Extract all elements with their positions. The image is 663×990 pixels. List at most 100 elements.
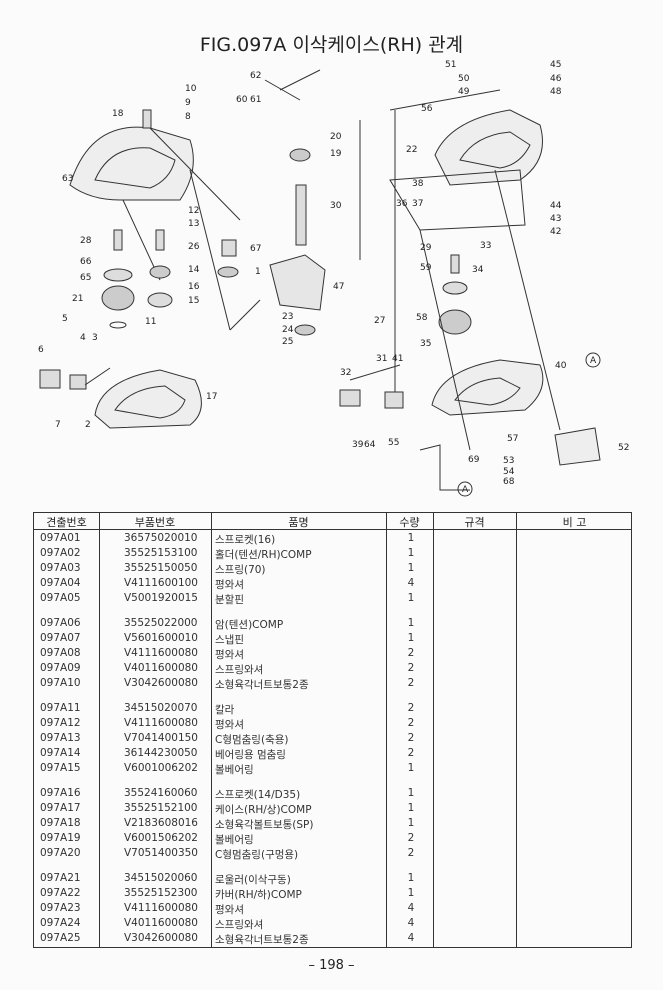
callout-label: 58 bbox=[416, 313, 428, 323]
table-row: 097A01 36575020010 스프로켓(16) 1 bbox=[34, 532, 631, 547]
part-no: 36144230050 bbox=[124, 747, 198, 759]
part-no: V3042600080 bbox=[124, 677, 198, 689]
ref-no: 097A24 bbox=[40, 917, 81, 929]
figure-title: FIG.097A 이삭케이스(RH) 관계 bbox=[199, 34, 464, 56]
ref-no: 097A08 bbox=[40, 647, 81, 659]
callout-label: 17 bbox=[206, 392, 217, 402]
part-no: 35525152100 bbox=[124, 802, 198, 814]
quantity: 4 bbox=[407, 902, 415, 914]
ref-no: 097A04 bbox=[40, 577, 81, 589]
header-remarks: 비 고 bbox=[562, 516, 587, 529]
part-name: 스프로켓(14/D35) bbox=[215, 789, 301, 801]
quantity: 4 bbox=[407, 577, 415, 589]
callout-label: 20 bbox=[330, 132, 342, 142]
quantity: 4 bbox=[407, 917, 415, 929]
quantity: 1 bbox=[407, 617, 415, 629]
callout-label: 31 bbox=[376, 354, 387, 364]
callout-label: 54 bbox=[503, 467, 515, 477]
ref-no: 097A22 bbox=[40, 887, 81, 899]
ref-no: 097A25 bbox=[40, 932, 81, 944]
callout-label: 32 bbox=[340, 368, 351, 378]
part-name: 소형육각너트보통2종 bbox=[215, 934, 309, 946]
callout-label: 49 bbox=[458, 87, 470, 97]
part-name: 평와셔 bbox=[215, 579, 244, 591]
reference-circle-icon bbox=[585, 352, 601, 368]
part-name: 스프링(70) bbox=[215, 564, 266, 576]
quantity: 4 bbox=[407, 932, 415, 944]
callout-label: 48 bbox=[550, 87, 562, 97]
callout-label: 29 bbox=[420, 243, 432, 253]
callout-label: 9 bbox=[185, 98, 191, 108]
callout-label: 57 bbox=[507, 434, 518, 444]
callout-label: 35 bbox=[420, 339, 431, 349]
callout-label: 19 bbox=[330, 149, 342, 159]
callout-label: 39 bbox=[352, 440, 364, 450]
callout-label: 66 bbox=[80, 257, 92, 267]
part-no: V2183608016 bbox=[124, 817, 198, 829]
callout-label: 8 bbox=[185, 112, 191, 122]
callout-label: 52 bbox=[618, 443, 629, 453]
callout-label: 69 bbox=[468, 455, 480, 465]
part-name: 홀더(텐션/RH)COMP bbox=[215, 549, 312, 561]
callout-label: 10 bbox=[185, 84, 197, 94]
callout-label: 13 bbox=[188, 219, 199, 229]
callout-label: 46 bbox=[550, 74, 562, 84]
part-name: 카버(RH/하)COMP bbox=[215, 889, 302, 901]
quantity: 1 bbox=[407, 817, 415, 829]
part-name: 소형육각볼트보통(SP) bbox=[215, 819, 314, 831]
quantity: 1 bbox=[407, 802, 415, 814]
part-name: 스프링와셔 bbox=[215, 664, 264, 676]
callout-label: 60 bbox=[236, 95, 248, 105]
quantity: 1 bbox=[407, 532, 415, 544]
part-no: V6001006202 bbox=[124, 762, 198, 774]
quantity: 1 bbox=[407, 592, 415, 604]
quantity: 1 bbox=[407, 547, 415, 559]
callout-label: 26 bbox=[188, 242, 200, 252]
callout-label: 22 bbox=[406, 145, 417, 155]
ref-no: 097A14 bbox=[40, 747, 81, 759]
header-part-name: 품명 bbox=[288, 516, 309, 529]
callout-label: 4 bbox=[80, 333, 86, 343]
quantity: 2 bbox=[407, 747, 415, 759]
part-name: 스냅핀 bbox=[215, 634, 244, 646]
part-name: 볼베어링 bbox=[215, 834, 254, 846]
part-name: 스프로켓(16) bbox=[215, 534, 276, 546]
part-name: C형멈춤링(구멍용) bbox=[215, 849, 299, 861]
ref-no: 097A19 bbox=[40, 832, 81, 844]
callout-label: 27 bbox=[374, 316, 385, 326]
ref-no: 097A07 bbox=[40, 632, 81, 644]
ref-no: 097A16 bbox=[40, 787, 81, 799]
callout-label: 3 bbox=[92, 333, 98, 343]
quantity: 1 bbox=[407, 632, 415, 644]
part-no: 34515020060 bbox=[124, 872, 198, 884]
part-no: V7041400150 bbox=[124, 732, 198, 744]
part-no: V5001920015 bbox=[124, 592, 198, 604]
callout-label: 24 bbox=[282, 325, 294, 335]
ref-no: 097A21 bbox=[40, 872, 81, 884]
callout-label: 62 bbox=[250, 71, 261, 81]
callout-label: 43 bbox=[550, 214, 561, 224]
header-part-no: 부품번호 bbox=[134, 516, 176, 529]
header-qty: 수량 bbox=[399, 516, 420, 529]
header-spec: 규격 bbox=[464, 516, 485, 529]
callout-label: 56 bbox=[421, 104, 433, 114]
quantity: 2 bbox=[407, 732, 415, 744]
part-no: 36575020010 bbox=[124, 532, 198, 544]
part-name: 평와셔 bbox=[215, 904, 244, 916]
callout-label: A bbox=[462, 485, 469, 495]
part-no: V4011600080 bbox=[124, 917, 198, 929]
ref-no: 097A01 bbox=[40, 532, 81, 544]
